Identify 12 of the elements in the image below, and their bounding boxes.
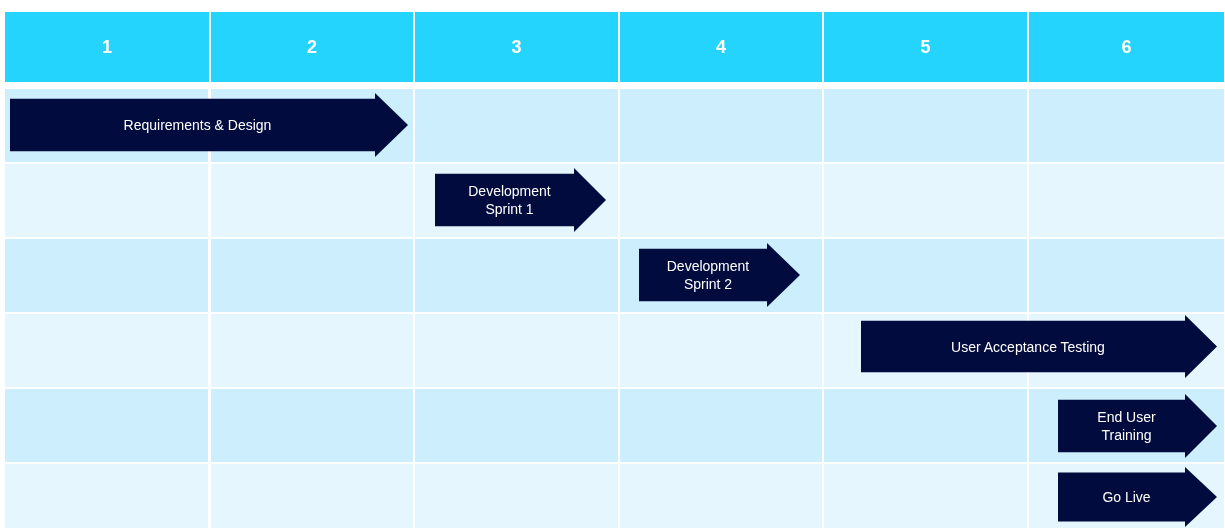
task-label: Development Sprint 2: [665, 257, 751, 293]
column-header: 2: [211, 12, 413, 82]
task-label: Development Sprint 1: [467, 182, 552, 218]
task-label: User Acceptance Testing: [951, 337, 1105, 356]
column-header: 6: [1029, 12, 1224, 82]
task-label: End User Training: [1096, 408, 1157, 444]
task-label: Requirements & Design: [123, 116, 272, 134]
column-header: 1: [5, 12, 209, 82]
task-label: Go Live: [1102, 488, 1151, 506]
column-header: 3: [415, 12, 618, 82]
column-header: 5: [824, 12, 1027, 82]
column-header: 4: [620, 12, 822, 82]
